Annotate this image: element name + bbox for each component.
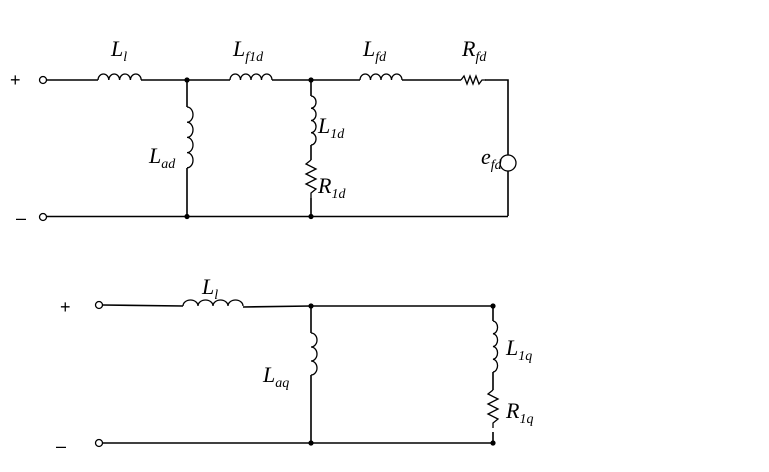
plus-terminal-sign: + — [10, 70, 21, 90]
minus-terminal-sign: – — [16, 208, 26, 228]
voltage-source-e-fd — [499, 154, 517, 172]
inductor-l-l — [97, 73, 142, 81]
label-r-1q: R1q — [505, 398, 533, 427]
resistor-r-1d — [304, 159, 318, 198]
node-dot — [308, 213, 314, 220]
label-r-fd: Rfd — [461, 36, 487, 65]
inductor-l-f1d — [229, 73, 273, 81]
inductor-l-fd — [359, 73, 403, 81]
resistor-r-fd — [460, 74, 486, 86]
label-e-fd: efd — [481, 144, 503, 173]
node-dot — [490, 303, 496, 309]
plus-terminal — [94, 300, 104, 310]
inductor-l-1q — [492, 320, 499, 373]
minus-terminal — [94, 438, 104, 448]
node-dot — [308, 77, 314, 83]
label-l-l: Ll — [201, 274, 218, 303]
inductor-l-ad — [186, 106, 194, 169]
minus-terminal-sign: – — [56, 436, 66, 456]
node-dot — [184, 77, 190, 83]
plus-terminal-sign: + — [60, 297, 71, 317]
label-l-1q: L1q — [505, 335, 532, 364]
label-l-aq: Laq — [262, 362, 289, 391]
d-axis-circuit: + – Ll Lf1d Lfd Rfd Lad L1d R1d efd — [10, 36, 517, 228]
resistor-r-1q — [486, 389, 500, 428]
label-l-l: Ll — [110, 36, 127, 65]
minus-terminal — [38, 212, 48, 222]
label-r-1d: R1d — [317, 173, 346, 202]
label-l-1d: L1d — [317, 113, 345, 142]
label-l-ad: Lad — [148, 143, 176, 172]
inductor-l-l — [182, 299, 244, 307]
node-dot — [308, 440, 314, 446]
node-dot — [308, 303, 314, 309]
q-axis-circuit: + – Ll Laq L1q R1q — [56, 274, 533, 456]
wires — [46, 79, 509, 218]
inductor-l-1d — [310, 95, 317, 146]
inductor-l-aq — [310, 332, 318, 376]
node-dot — [184, 213, 190, 220]
node-dot — [490, 440, 496, 446]
label-l-fd: Lfd — [362, 36, 387, 65]
plus-terminal — [38, 75, 48, 85]
label-l-f1d: Lf1d — [232, 36, 264, 65]
wires — [102, 304, 493, 444]
